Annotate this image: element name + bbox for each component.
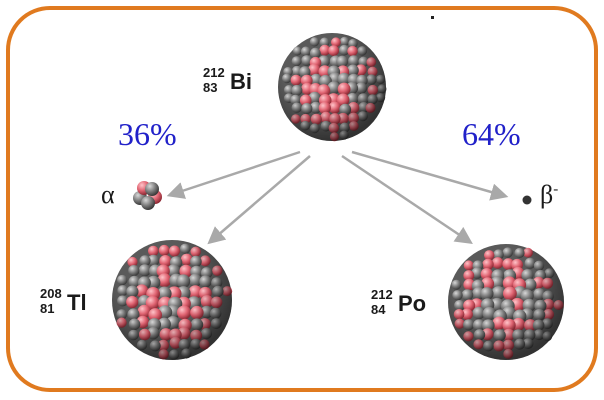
beta-particle: [522, 195, 532, 205]
po212-atomic-number: 84: [371, 302, 386, 317]
bi212-nucleus: [278, 33, 387, 142]
stray-mark: [431, 16, 434, 19]
tl208-mass-number: 208: [40, 286, 62, 301]
arrow-to-alpha: [166, 150, 301, 199]
po212-nucleus: [448, 244, 564, 360]
beta-label: β-: [540, 180, 558, 210]
beta-charge: -: [553, 181, 559, 198]
arrow-to-tl208: [207, 155, 311, 245]
po212-symbol: Po: [398, 291, 427, 316]
arrow-to-po212: [341, 154, 473, 244]
bi212-symbol: Bi: [230, 69, 252, 94]
tl208-symbol: Tl: [67, 290, 87, 315]
arrow-to-beta: [351, 150, 509, 201]
alpha-label: α: [101, 180, 115, 209]
tl208-atomic-number: 81: [40, 301, 55, 316]
po212-mass-number: 212: [371, 287, 393, 302]
tl208-nucleus: [112, 240, 233, 360]
bi212-label: 212 83 Bi: [203, 66, 273, 100]
bi212-atomic-number: 83: [203, 80, 218, 95]
beta-branch-percent: 64%: [462, 116, 521, 152]
beta-symbol: β: [540, 180, 554, 209]
alpha-branch-percent: 36%: [118, 116, 177, 152]
po212-label: 212 84 Po: [371, 288, 441, 322]
bi212-mass-number: 212: [203, 65, 225, 80]
tl208-label: 208 81 Tl: [40, 287, 110, 321]
alpha-particle: [133, 181, 162, 210]
